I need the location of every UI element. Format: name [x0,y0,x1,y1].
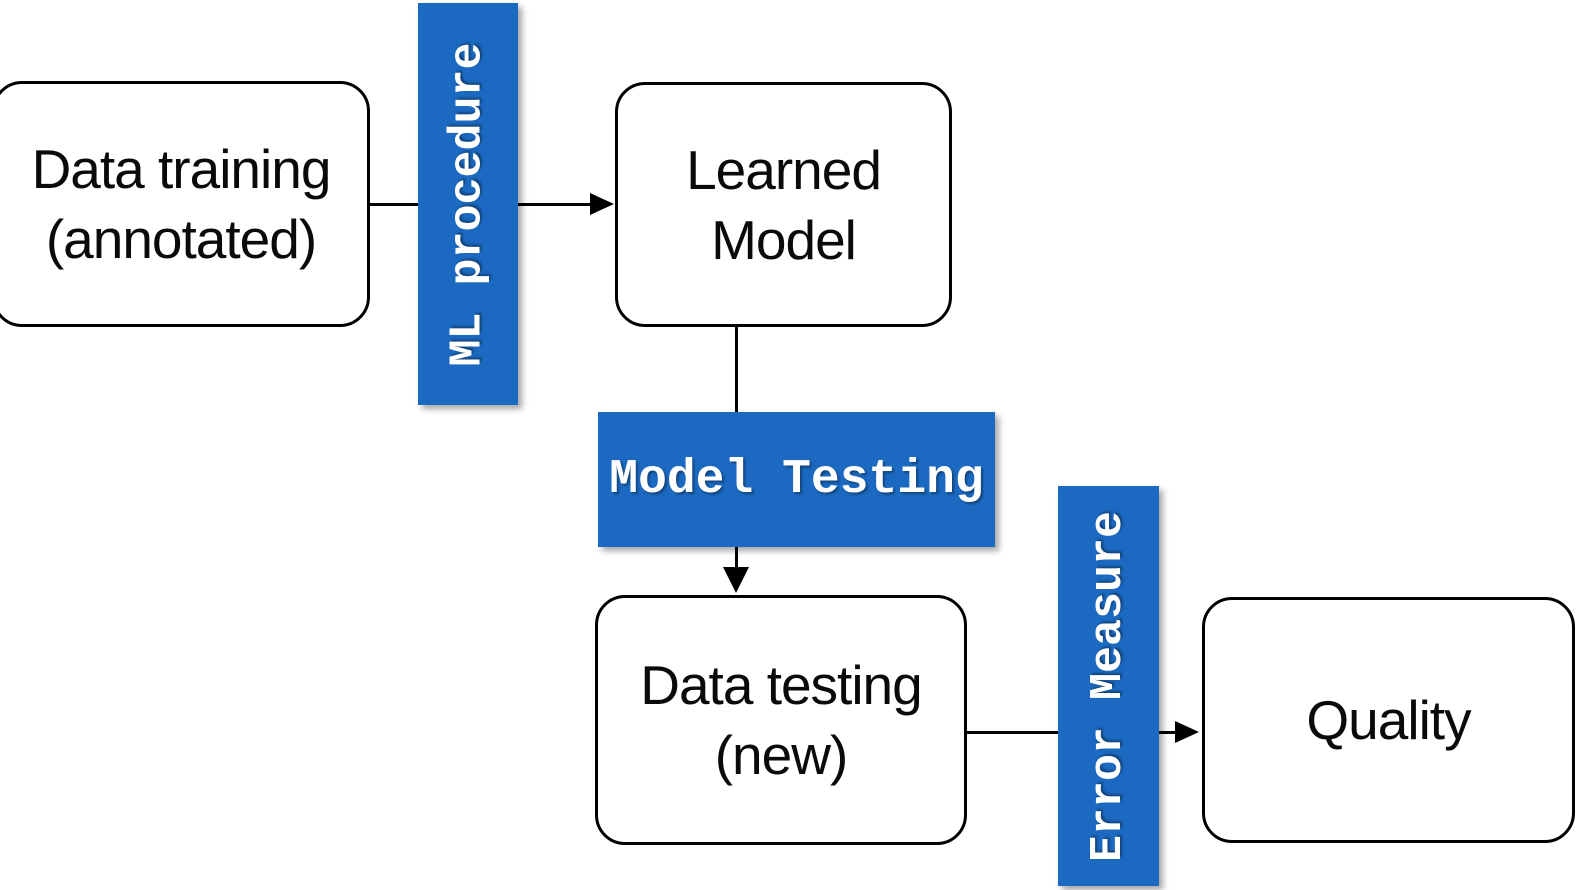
connector-datatesting-to-quality-arrowhead-icon [1175,721,1199,743]
node-quality: Quality [1202,597,1575,843]
connector-model-to-testing-line [735,327,738,412]
node-data-training-line1: Data training [31,138,332,200]
process-label-ml-procedure: ML procedure [442,41,494,367]
node-data-testing-line1: Data testing [640,654,923,716]
process-bar-ml-procedure: ML procedure [418,3,518,405]
node-learned-model-line1: Learned [686,138,882,201]
node-data-training: Data training (annotated) [0,81,370,327]
node-learned-model: Learned Model [615,82,952,327]
connector-training-to-model-arrowhead-icon [590,193,614,215]
node-learned-model-line2: Model [711,208,857,271]
process-label-error-measure: Error Measure [1083,510,1134,862]
process-bar-model-testing: Model Testing [598,412,995,547]
node-data-testing: Data testing (new) [595,595,967,845]
node-data-testing-line2: (new) [714,724,849,786]
connector-testing-to-datatesting-line [735,547,738,569]
process-bar-error-measure: Error Measure [1058,486,1159,886]
node-data-training-line2: (annotated) [45,208,317,270]
process-label-model-testing: Model Testing [609,452,984,507]
node-quality-line1: Quality [1306,689,1471,751]
connector-testing-to-datatesting-arrowhead-icon [723,567,749,593]
